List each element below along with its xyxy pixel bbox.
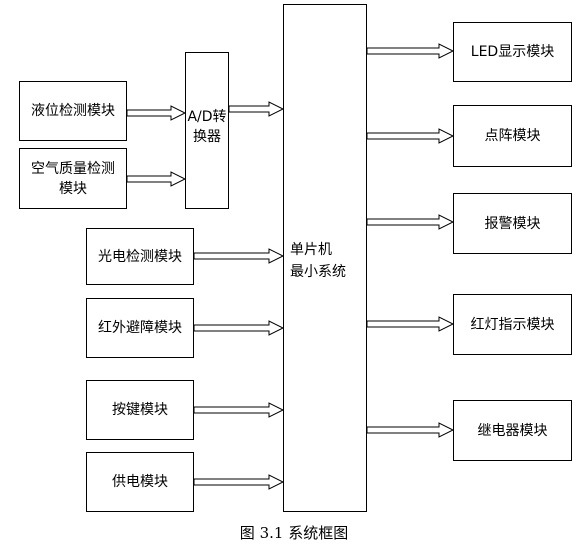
dot-matrix-label: 点阵模块 [484, 128, 541, 144]
liquid-level-module: 液位检测模块 [19, 81, 127, 141]
alarm-label: 报警模块 [484, 215, 541, 232]
arrow-mcu-to-led [366, 43, 455, 59]
arrow-mcu-to-matrix [366, 128, 455, 144]
red-light-module: 红灯指示模块 [453, 294, 572, 355]
ad-converter: A/D转 换器 [185, 52, 229, 209]
power-module: 供电模块 [86, 452, 194, 512]
relay-module: 继电器模块 [453, 400, 572, 461]
relay-label: 继电器模块 [477, 422, 548, 439]
arrow-air-to-ad [126, 171, 187, 187]
led-display-label: LED显示模块 [470, 44, 555, 60]
arrow-liquid-to-ad [126, 105, 187, 121]
arrow-ad-to-mcu [228, 101, 285, 117]
arrow-mcu-to-relay [366, 422, 455, 438]
infrared-avoidance-label: 红外避障模块 [98, 320, 182, 336]
mcu-minimum-system: 单片机 最小系统 [283, 4, 367, 512]
arrow-mcu-to-redlight [366, 316, 455, 332]
key-module-label: 按键模块 [112, 402, 168, 418]
alarm-module: 报警模块 [453, 193, 572, 254]
air-quality-label-line2: 模块 [59, 180, 87, 197]
photoelectric-label: 光电检测模块 [98, 248, 182, 265]
infrared-avoidance-module: 红外避障模块 [86, 298, 194, 358]
mcu-label: 单片机 最小系统 [290, 242, 346, 280]
arrow-keys-to-mcu [193, 402, 285, 418]
ad-converter-label: A/D转 换器 [187, 109, 227, 145]
arrow-power-to-mcu [193, 474, 285, 490]
dot-matrix-module: 点阵模块 [453, 105, 572, 167]
arrow-mcu-to-alarm [366, 214, 455, 230]
liquid-level-label: 液位检测模块 [31, 103, 115, 119]
photoelectric-module: 光电检测模块 [86, 228, 194, 285]
figure-caption: 图 3.1 系统框图 [239, 524, 349, 542]
arrow-infrared-to-mcu [193, 320, 285, 336]
air-quality-module: 空气质量检测 模块 [19, 148, 127, 209]
red-light-label: 红灯指示模块 [470, 316, 555, 333]
power-module-label: 供电模块 [112, 474, 168, 490]
key-module: 按键模块 [86, 380, 194, 440]
arrow-photo-to-mcu [193, 248, 285, 264]
led-display-module: LED显示模块 [453, 22, 572, 82]
air-quality-label-line1: 空气质量检测 [31, 160, 115, 177]
